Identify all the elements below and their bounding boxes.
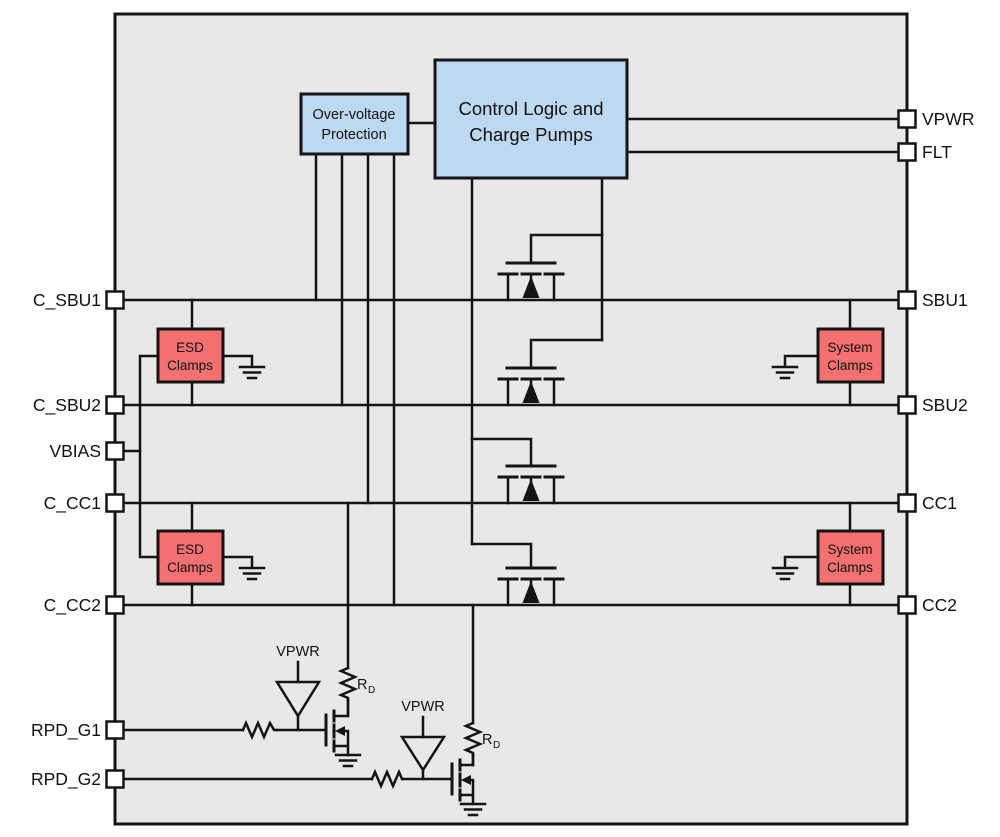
svg-text:R: R [357,677,367,693]
svg-text:Clamps: Clamps [827,560,873,575]
vpwr-buffer-1: VPWR [274,644,322,732]
svg-text:System: System [827,542,872,557]
svg-text:Clamps: Clamps [167,560,213,575]
mosfet-pass-sbu2 [497,366,565,407]
vpwr-label-1: VPWR [276,644,320,660]
wires [121,117,901,790]
mosfet-pass-cc1 [497,464,565,505]
pin-cc2: CC2 [897,595,957,615]
svg-text:Over-voltage: Over-voltage [312,107,395,123]
svg-text:C_SBU1: C_SBU1 [33,290,101,311]
wire-gate-branch-cc2 [470,542,533,570]
svg-text:SBU2: SBU2 [922,395,968,415]
wire-gate-branch-cc1 [470,437,533,468]
ground-fet2 [459,802,487,817]
pin-flt: FLT [897,142,952,162]
ground-esd2 [221,555,266,581]
block-system-clamps-cc: System Clamps [816,529,885,586]
svg-text:Protection: Protection [321,127,386,143]
pin-c-cc1: C_CC1 [44,493,125,514]
svg-text:CC1: CC1 [922,493,957,513]
pin-rpd-g1: RPD_G1 [31,720,125,741]
svg-text:SBU1: SBU1 [922,290,968,310]
rd1-label: R D [357,677,375,696]
block-esd-clamps-cc: ESD Clamps [156,529,225,586]
pin-cc1: CC1 [897,493,957,513]
svg-text:ESD: ESD [176,542,204,557]
ground-sys1 [771,354,820,380]
vpwr-buffer-2: VPWR [399,699,447,781]
ground-sys2 [771,555,820,581]
block-control-logic: Control Logic and Charge Pumps [433,58,629,180]
ground-esd1 [221,354,266,380]
pin-c-sbu1: C_SBU1 [33,290,125,311]
svg-text:C_SBU2: C_SBU2 [33,395,101,416]
svg-text:Control Logic and: Control Logic and [458,98,603,119]
pin-c-cc2: C_CC2 [44,595,125,616]
svg-text:VBIAS: VBIAS [49,441,101,461]
pin-vbias: VBIAS [49,441,125,461]
svg-text:RPD_G1: RPD_G1 [31,720,101,741]
svg-text:C_CC2: C_CC2 [44,595,101,616]
resistor-rd1 [337,666,359,702]
svg-text:Clamps: Clamps [827,358,873,373]
mosfet-pulldown-g1 [324,698,362,768]
svg-text:System: System [827,340,872,355]
resistor-rd2 [462,721,484,757]
block-system-clamps-sbu: System Clamps [816,327,885,384]
svg-text:D: D [493,740,500,751]
pin-sbu2: SBU2 [897,395,968,415]
vpwr-label-2: VPWR [401,699,445,715]
pin-rpd-g2: RPD_G2 [31,769,125,790]
svg-text:C_CC1: C_CC1 [44,493,101,514]
resistor-rpdg1 [241,719,279,741]
wire-gate-branch-sbu2 [529,338,604,370]
svg-text:Clamps: Clamps [167,358,213,373]
svg-text:RPD_G2: RPD_G2 [31,769,101,790]
svg-text:FLT: FLT [922,142,952,162]
svg-text:CC2: CC2 [922,595,957,615]
svg-text:VPWR: VPWR [922,109,975,129]
svg-text:D: D [368,685,375,696]
pin-vpwr: VPWR [897,109,975,129]
pin-c-sbu2: C_SBU2 [33,395,125,416]
wire-vbias-rail [138,354,160,559]
mosfet-pass-sbu1 [497,261,565,302]
pin-sbu1: SBU1 [897,290,968,310]
wire-gate-branch-sbu1 [529,233,604,265]
rd2-label: R D [482,732,500,751]
resistor-rpdg2 [370,768,405,790]
svg-text:Charge Pumps: Charge Pumps [469,124,592,145]
ground-fet1 [334,753,362,768]
mosfet-pass-cc2 [497,566,565,607]
block-over-voltage-protection: Over-voltage Protection [299,92,410,156]
svg-text:R: R [482,732,492,748]
block-esd-clamps-sbu: ESD Clamps [156,327,225,384]
svg-text:ESD: ESD [176,340,204,355]
mosfet-pulldown-g2 [450,753,487,817]
